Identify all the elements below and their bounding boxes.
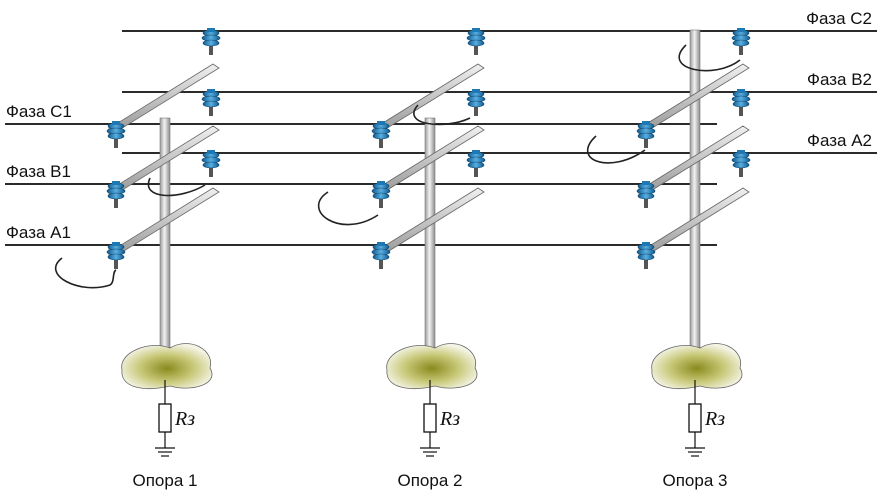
grounding-1 xyxy=(155,380,175,457)
resistor-label-1: Rз xyxy=(174,408,195,430)
label-phase-b2: Фаза В2 xyxy=(807,70,872,89)
resistor-label-2: Rз xyxy=(439,408,460,430)
pole-2 xyxy=(371,27,486,381)
arc-loops xyxy=(54,44,741,289)
grounding-2 xyxy=(420,380,440,457)
soil-patches xyxy=(121,343,743,389)
label-phase-a2: Фаза А2 xyxy=(807,131,872,150)
label-phase-b1: Фаза В1 xyxy=(6,162,71,181)
resistor-label-3: Rз xyxy=(704,408,725,430)
label-phase-a1: Фаза А1 xyxy=(6,223,71,242)
pole-label-3: Опора 3 xyxy=(663,471,728,490)
pole-3 xyxy=(636,27,751,381)
pole-1 xyxy=(106,27,221,381)
label-phase-c2: Фаза С2 xyxy=(806,9,872,28)
pole-label-2: Опора 2 xyxy=(398,471,463,490)
pole-label-1: Опора 1 xyxy=(133,471,198,490)
label-phase-c1: Фаза С1 xyxy=(6,102,72,121)
grounding-3 xyxy=(685,380,705,457)
